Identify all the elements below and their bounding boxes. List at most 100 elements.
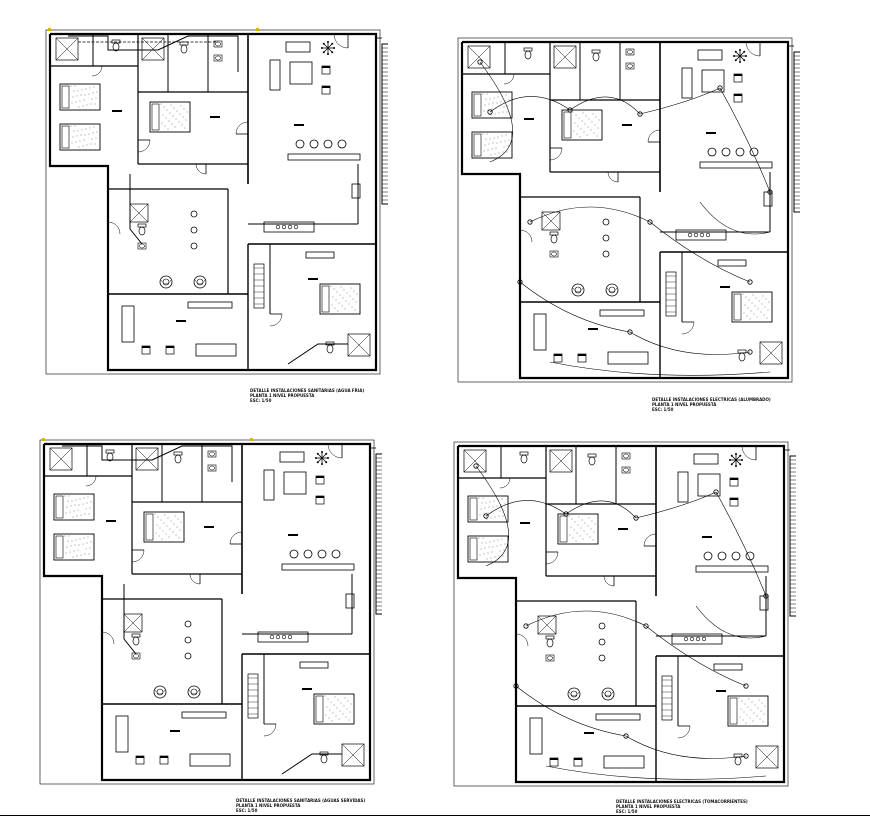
circuit-4 [715, 491, 767, 597]
plan-3-title: DETALLE INSTALACIONES SANITARIAS (AGUAS … [236, 798, 366, 803]
round-fixture-1 [159, 275, 173, 289]
circuit-8 [629, 331, 751, 355]
pipe-run-1 [62, 445, 233, 482]
stool-3 [731, 551, 741, 561]
kitchen-counter [263, 221, 315, 233]
sheet-bottom-line [0, 815, 870, 816]
door-3 [647, 129, 661, 143]
pipe-run-3 [281, 753, 342, 775]
burner-1 [687, 232, 693, 238]
sink-2 [207, 464, 217, 472]
door-1 [549, 147, 563, 161]
fixture-3 [190, 242, 198, 250]
stool-1 [289, 549, 299, 559]
pipe-run-1 [68, 35, 239, 72]
fixture-2 [190, 226, 198, 234]
door-7 [503, 73, 515, 85]
burner-2 [693, 232, 699, 238]
room-label-3 [308, 278, 318, 280]
fixture-1 [184, 620, 192, 628]
bed-3 [143, 511, 185, 543]
armchair-1 [315, 475, 325, 485]
accent-mark-1 [42, 438, 45, 441]
door-5 [677, 725, 691, 739]
sink-1 [207, 450, 217, 458]
office-sofa [607, 351, 649, 365]
sofa-top [285, 41, 311, 53]
fixture-3 [184, 652, 192, 660]
stool-4 [337, 139, 347, 149]
floor-plan-3 [39, 438, 382, 785]
sink-2 [621, 466, 631, 474]
circuit-10 [699, 201, 771, 235]
stool-3 [323, 139, 333, 149]
room-label-4 [584, 732, 594, 734]
circuit-11 [545, 765, 767, 780]
circuit-2 [569, 96, 641, 115]
office-sofa [603, 755, 645, 769]
sofa-left [263, 469, 275, 501]
circuit-11 [549, 361, 771, 376]
stool-2 [717, 551, 727, 561]
plan-3-caption: DETALLE INSTALACIONES SANITARIAS (AGUAS … [236, 798, 365, 813]
office-chair-1 [135, 755, 145, 765]
room-label-5 [288, 534, 298, 536]
exterior-wall [456, 444, 786, 784]
circuit-10 [695, 605, 767, 639]
office-chair-2 [165, 345, 175, 355]
exterior-wall [48, 32, 378, 372]
outlet-9 [513, 683, 519, 689]
office-sofa [189, 753, 231, 767]
toilet-2 [591, 49, 601, 62]
plan-4-title: DETALLE INSTALACIONES ELECTRICAS (TOMACO… [616, 799, 748, 804]
circuit-5 [529, 206, 651, 223]
stairs [381, 43, 388, 205]
outlet-8 [747, 279, 753, 285]
pipe-run-3 [287, 343, 348, 365]
floor-plan-2 [457, 37, 800, 383]
shower-1 [467, 45, 491, 69]
door-2 [607, 171, 619, 183]
fixture-1 [598, 622, 606, 630]
stool-2 [721, 147, 731, 157]
room-label-5 [706, 132, 716, 134]
burner-1 [269, 634, 275, 640]
shower-1 [55, 37, 79, 61]
coffee-table [289, 61, 313, 85]
bed-1 [53, 493, 95, 521]
plan-4-drawing [453, 441, 796, 787]
outlet-6 [523, 623, 529, 629]
plant-1 [315, 451, 329, 465]
round-fixture-2 [601, 687, 615, 701]
fridge [345, 593, 355, 609]
office-chair-1 [553, 353, 563, 363]
outlet-10 [623, 733, 629, 739]
office-shelf [599, 309, 645, 317]
room-label-2 [210, 116, 220, 118]
outlet-3 [633, 515, 639, 521]
accent-mark-2 [256, 28, 259, 31]
coffee-table [283, 471, 307, 495]
bed-1 [59, 83, 101, 111]
sofa-left [677, 471, 689, 503]
stool-2 [303, 549, 313, 559]
plan-4-caption: DETALLE INSTALACIONES ELECTRICAS (TOMACO… [616, 799, 748, 814]
stool-3 [735, 147, 745, 157]
sofa-left [681, 67, 693, 99]
burner-3 [699, 232, 705, 238]
plan-2-caption: DETALLE INSTALACIONES ELECTRICAS (ALUMBR… [652, 397, 771, 412]
stool-4 [745, 551, 755, 561]
shower-4 [755, 745, 779, 769]
room-label-1 [520, 522, 530, 524]
door-5 [263, 723, 277, 737]
stairs [789, 455, 796, 617]
desk [121, 305, 135, 343]
round-fixture-2 [193, 275, 207, 289]
room-label-4 [588, 328, 598, 330]
office-chair-2 [159, 755, 169, 765]
office-shelf [181, 711, 227, 719]
circuit-1 [489, 96, 571, 113]
toilet-4 [737, 349, 747, 362]
sofa-left [269, 59, 281, 91]
fixture-3 [598, 654, 606, 662]
